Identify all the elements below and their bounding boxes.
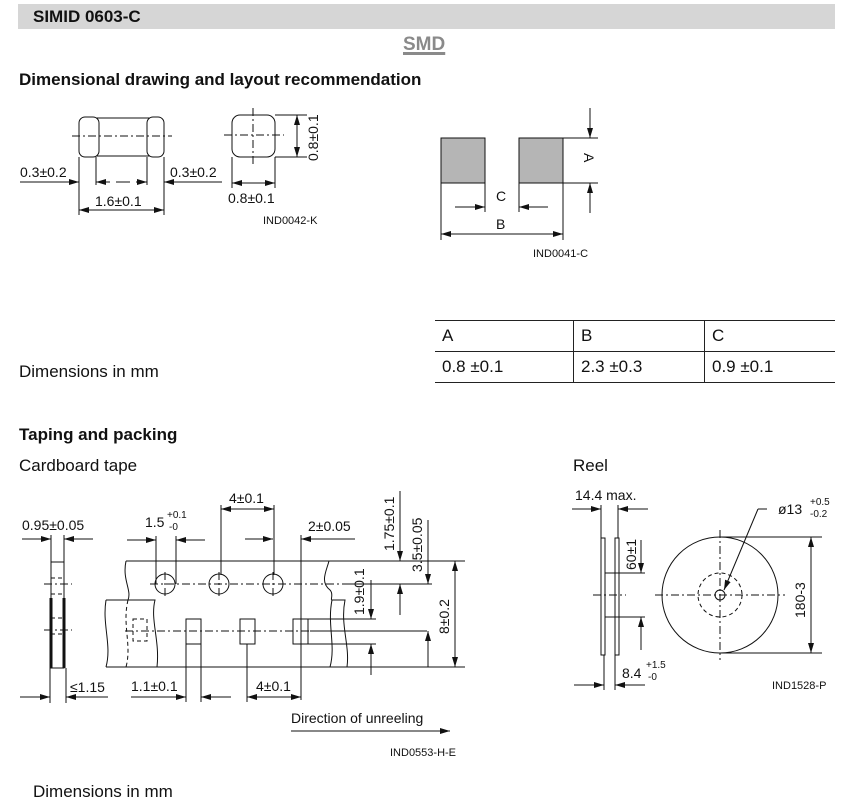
dim-pocket-length: 1.9±0.1: [351, 568, 367, 615]
dim-inner-tol-plus: +1.5: [646, 660, 666, 671]
section-heading-dimensional: Dimensional drawing and layout recommend…: [19, 70, 422, 89]
dim-inner-tol-minus: -0: [648, 672, 657, 683]
dim-bore-tol-plus: +0.5: [810, 497, 830, 508]
drawing-code: IND1528-P: [772, 680, 826, 692]
section-heading-taping: Taping and packing: [19, 425, 178, 444]
table-row: 0.8 ±0.1 2.3 ±0.3 0.9 ±0.1: [435, 351, 835, 383]
dim-c: C: [496, 188, 506, 204]
component-end-view: 0.8±0.1 0.8±0.1 IND0042-K: [224, 108, 321, 227]
dim-height: 0.8±0.1: [305, 114, 321, 161]
dim-bore-tol-minus: -0.2: [810, 509, 828, 520]
page-title: SIMID 0603-C: [33, 7, 141, 26]
tape-side-view: 0.95±0.05 ≤1.15: [20, 517, 108, 703]
dim-tape-width: 8±0.2: [436, 599, 452, 634]
drawing-code: IND0553-H-E: [390, 747, 456, 759]
table-cell-b: 2.3 ±0.3: [573, 351, 705, 383]
dim-tape-thickness: 0.95±0.05: [22, 517, 84, 533]
table-header-c: C: [704, 320, 835, 352]
units-note-taping: Dimensions in mm: [33, 782, 173, 801]
dim-hole-tol-plus: +0.1: [167, 510, 187, 521]
dim-reel-width: 14.4 max.: [575, 487, 636, 503]
table-header-row: A B C: [435, 320, 835, 352]
dim-edge-to-hole: 1.75±0.1: [381, 496, 397, 551]
drawing-code: IND0041-C: [533, 248, 588, 260]
dim-hole-tol-minus: -0: [169, 522, 178, 533]
dim-a: A: [581, 153, 597, 163]
dim-right-terminal: 0.3±0.2: [170, 164, 217, 180]
dim-hole-to-pocket-center: 3.5±0.05: [409, 517, 425, 572]
dim-length: 1.6±0.1: [95, 193, 142, 209]
dim-hole-to-pocket: 2±0.05: [308, 518, 351, 534]
dim-hole-pitch: 4±0.1: [229, 490, 264, 506]
dim-width: 0.8±0.1: [228, 190, 275, 206]
table-header-b: B: [573, 320, 705, 352]
reel-label: Reel: [573, 456, 608, 475]
reel-drawing: 14.4 max. 60±1 8.4 +1.5 -0 ø13 +0.5 -0.2…: [572, 487, 830, 692]
tape-top-view: 1.5 +0.1 -0 4±0.1 2±0.05 1.75±0.1 3.5±0.…: [104, 490, 465, 759]
dim-b: B: [496, 216, 505, 232]
table-cell-c: 0.9 ±0.1: [704, 351, 835, 383]
dim-bore: ø13: [778, 501, 802, 517]
component-side-view: 0.3±0.2 0.3±0.2 1.6±0.1: [20, 116, 222, 215]
units-note: Dimensions in mm: [19, 362, 159, 381]
dim-hole-diameter: 1.5: [145, 514, 165, 530]
dimensions-table: A B C 0.8 ±0.1 2.3 ±0.3 0.9 ±0.1: [435, 320, 835, 383]
dim-hub: 60±1: [623, 539, 639, 570]
drawing-code: IND0042-K: [263, 215, 318, 227]
package-type-label: SMD: [403, 34, 446, 55]
title-bar: [18, 4, 835, 29]
table-cell-a: 0.8 ±0.1: [435, 351, 574, 383]
dim-reel-diameter: 180-3: [792, 582, 808, 618]
dim-pocket-pitch: 4±0.1: [256, 678, 291, 694]
dim-left-terminal: 0.3±0.2: [20, 164, 67, 180]
cardboard-tape-label: Cardboard tape: [19, 456, 138, 475]
dim-max-thickness: ≤1.15: [70, 679, 105, 695]
table-header-a: A: [435, 320, 574, 352]
direction-label: Direction of unreeling: [291, 710, 423, 726]
layout-recommendation: A C B IND0041-C: [440, 108, 598, 260]
dim-inner-width: 8.4: [622, 665, 642, 681]
dim-pocket-width: 1.1±0.1: [131, 678, 178, 694]
